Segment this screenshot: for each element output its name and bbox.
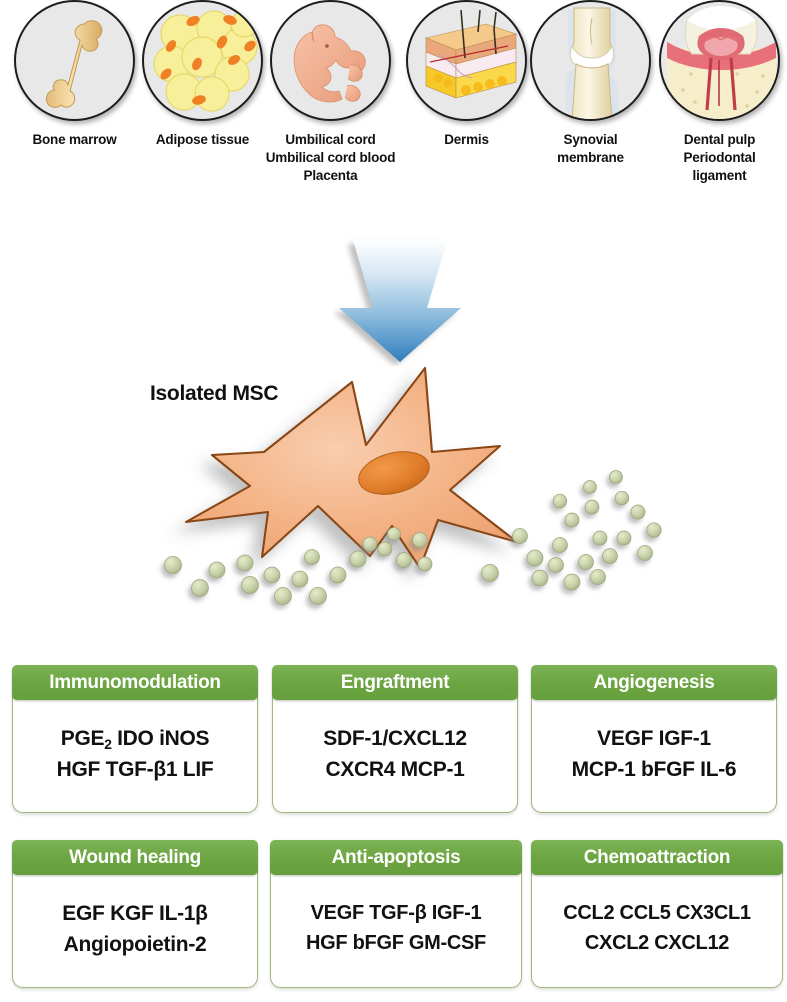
source-label: Adipose tissue xyxy=(128,131,278,149)
source-label-line: Umbilical cord xyxy=(285,132,376,147)
factor-line: HGF TGF-β1 LIF xyxy=(56,758,214,781)
factor-box-title: Immunomodulation xyxy=(12,665,258,700)
msc-sources-row: Bone marrow xyxy=(0,0,787,225)
isolated-msc-label: Isolated MSC xyxy=(150,382,279,405)
factor-line: Angiopoietin-2 xyxy=(63,933,207,956)
factor-line: HGF bFGF GM-CSF xyxy=(306,932,486,954)
synovial-membrane-knee-icon xyxy=(530,0,651,121)
factor-box-title: Wound healing xyxy=(12,840,258,875)
msc-secreted-factors-grid: Immunomodulation PGE2 IDO iNOS HGF TGF-β… xyxy=(0,665,787,1002)
source-label-line: Synovial xyxy=(563,132,618,147)
source-adipose-tissue: Adipose tissue xyxy=(140,0,265,149)
isolated-msc-illustration: Isolated MSC xyxy=(0,360,787,650)
source-label-line: membrane xyxy=(557,150,624,166)
factor-line: VEGF TGF-β IGF-1 xyxy=(310,902,482,925)
source-label-line: Bone marrow xyxy=(32,132,117,147)
factor-line: EGF KGF IL-1β xyxy=(62,901,208,925)
source-dental-pulp: Dental pulp Periodontal ligament xyxy=(657,0,782,186)
downward-arrow-icon xyxy=(333,236,467,366)
factor-box-title: Angiogenesis xyxy=(531,665,777,700)
factor-box-title: Anti-apoptosis xyxy=(270,840,522,875)
factor-box-immunomodulation: Immunomodulation PGE2 IDO iNOS HGF TGF-β… xyxy=(12,665,258,813)
factor-box-body: PGE2 IDO iNOS HGF TGF-β1 LIF xyxy=(12,696,258,813)
factor-line: PGE2 IDO iNOS xyxy=(60,726,210,752)
source-label: Dermis xyxy=(392,131,542,149)
source-bone-marrow: Bone marrow xyxy=(12,0,137,149)
source-umbilical-cord: Umbilical cord Umbilical cord blood Plac… xyxy=(266,0,395,186)
factor-line: CXCR4 MCP-1 xyxy=(325,758,465,781)
source-label: Dental pulp Periodontal ligament xyxy=(645,131,787,186)
source-dermis: Dermis xyxy=(404,0,529,149)
source-label-line: Dermis xyxy=(444,132,489,147)
source-label-line: Periodontal xyxy=(683,150,756,166)
factor-box-chemoattraction: Chemoattraction CCL2 CCL5 CX3CL1 CXCL2 C… xyxy=(531,840,783,988)
source-label: Bone marrow xyxy=(0,131,150,149)
source-label-line: ligament xyxy=(692,168,747,184)
factor-box-engraftment: Engraftment SDF-1/CXCL12 CXCR4 MCP-1 xyxy=(272,665,518,813)
dental-pulp-tooth-icon xyxy=(659,0,780,121)
source-label: Synovial membrane xyxy=(516,131,666,167)
factor-box-title: Engraftment xyxy=(272,665,518,700)
factor-box-anti-apoptosis: Anti-apoptosis VEGF TGF-β IGF-1 HGF bFGF… xyxy=(270,840,522,988)
source-label-line: Dental pulp xyxy=(683,132,756,147)
factor-box-title: Chemoattraction xyxy=(531,840,783,875)
factor-box-body: CCL2 CCL5 CX3CL1 CXCL2 CXCL12 xyxy=(531,871,783,988)
factor-line: SDF-1/CXCL12 xyxy=(323,726,467,750)
source-label: Umbilical cord Umbilical cord blood Plac… xyxy=(256,131,406,186)
bone-marrow-icon xyxy=(14,0,135,121)
factor-box-body: SDF-1/CXCL12 CXCR4 MCP-1 xyxy=(272,696,518,813)
factor-box-angiogenesis: Angiogenesis VEGF IGF-1 MCP-1 bFGF IL-6 xyxy=(531,665,777,813)
factor-line: MCP-1 bFGF IL-6 xyxy=(571,758,737,781)
umbilical-cord-fetus-icon xyxy=(270,0,391,121)
factor-box-body: VEGF TGF-β IGF-1 HGF bFGF GM-CSF xyxy=(270,871,522,988)
dermis-skin-icon xyxy=(406,0,527,121)
adipose-tissue-icon xyxy=(142,0,263,121)
source-label-line: Adipose tissue xyxy=(155,132,250,147)
factor-line: VEGF IGF-1 xyxy=(597,726,711,750)
source-synovial-membrane: Synovial membrane xyxy=(528,0,653,167)
factor-box-body: VEGF IGF-1 MCP-1 bFGF IL-6 xyxy=(531,696,777,813)
source-label-line: Placenta xyxy=(303,168,358,184)
factor-box-wound-healing: Wound healing EGF KGF IL-1β Angiopoietin… xyxy=(12,840,258,988)
source-label-line: Umbilical cord blood xyxy=(265,150,396,166)
factor-box-body: EGF KGF IL-1β Angiopoietin-2 xyxy=(12,871,258,988)
factor-line: CCL2 CCL5 CX3CL1 xyxy=(563,902,751,925)
factor-line: CXCL2 CXCL12 xyxy=(584,932,730,954)
